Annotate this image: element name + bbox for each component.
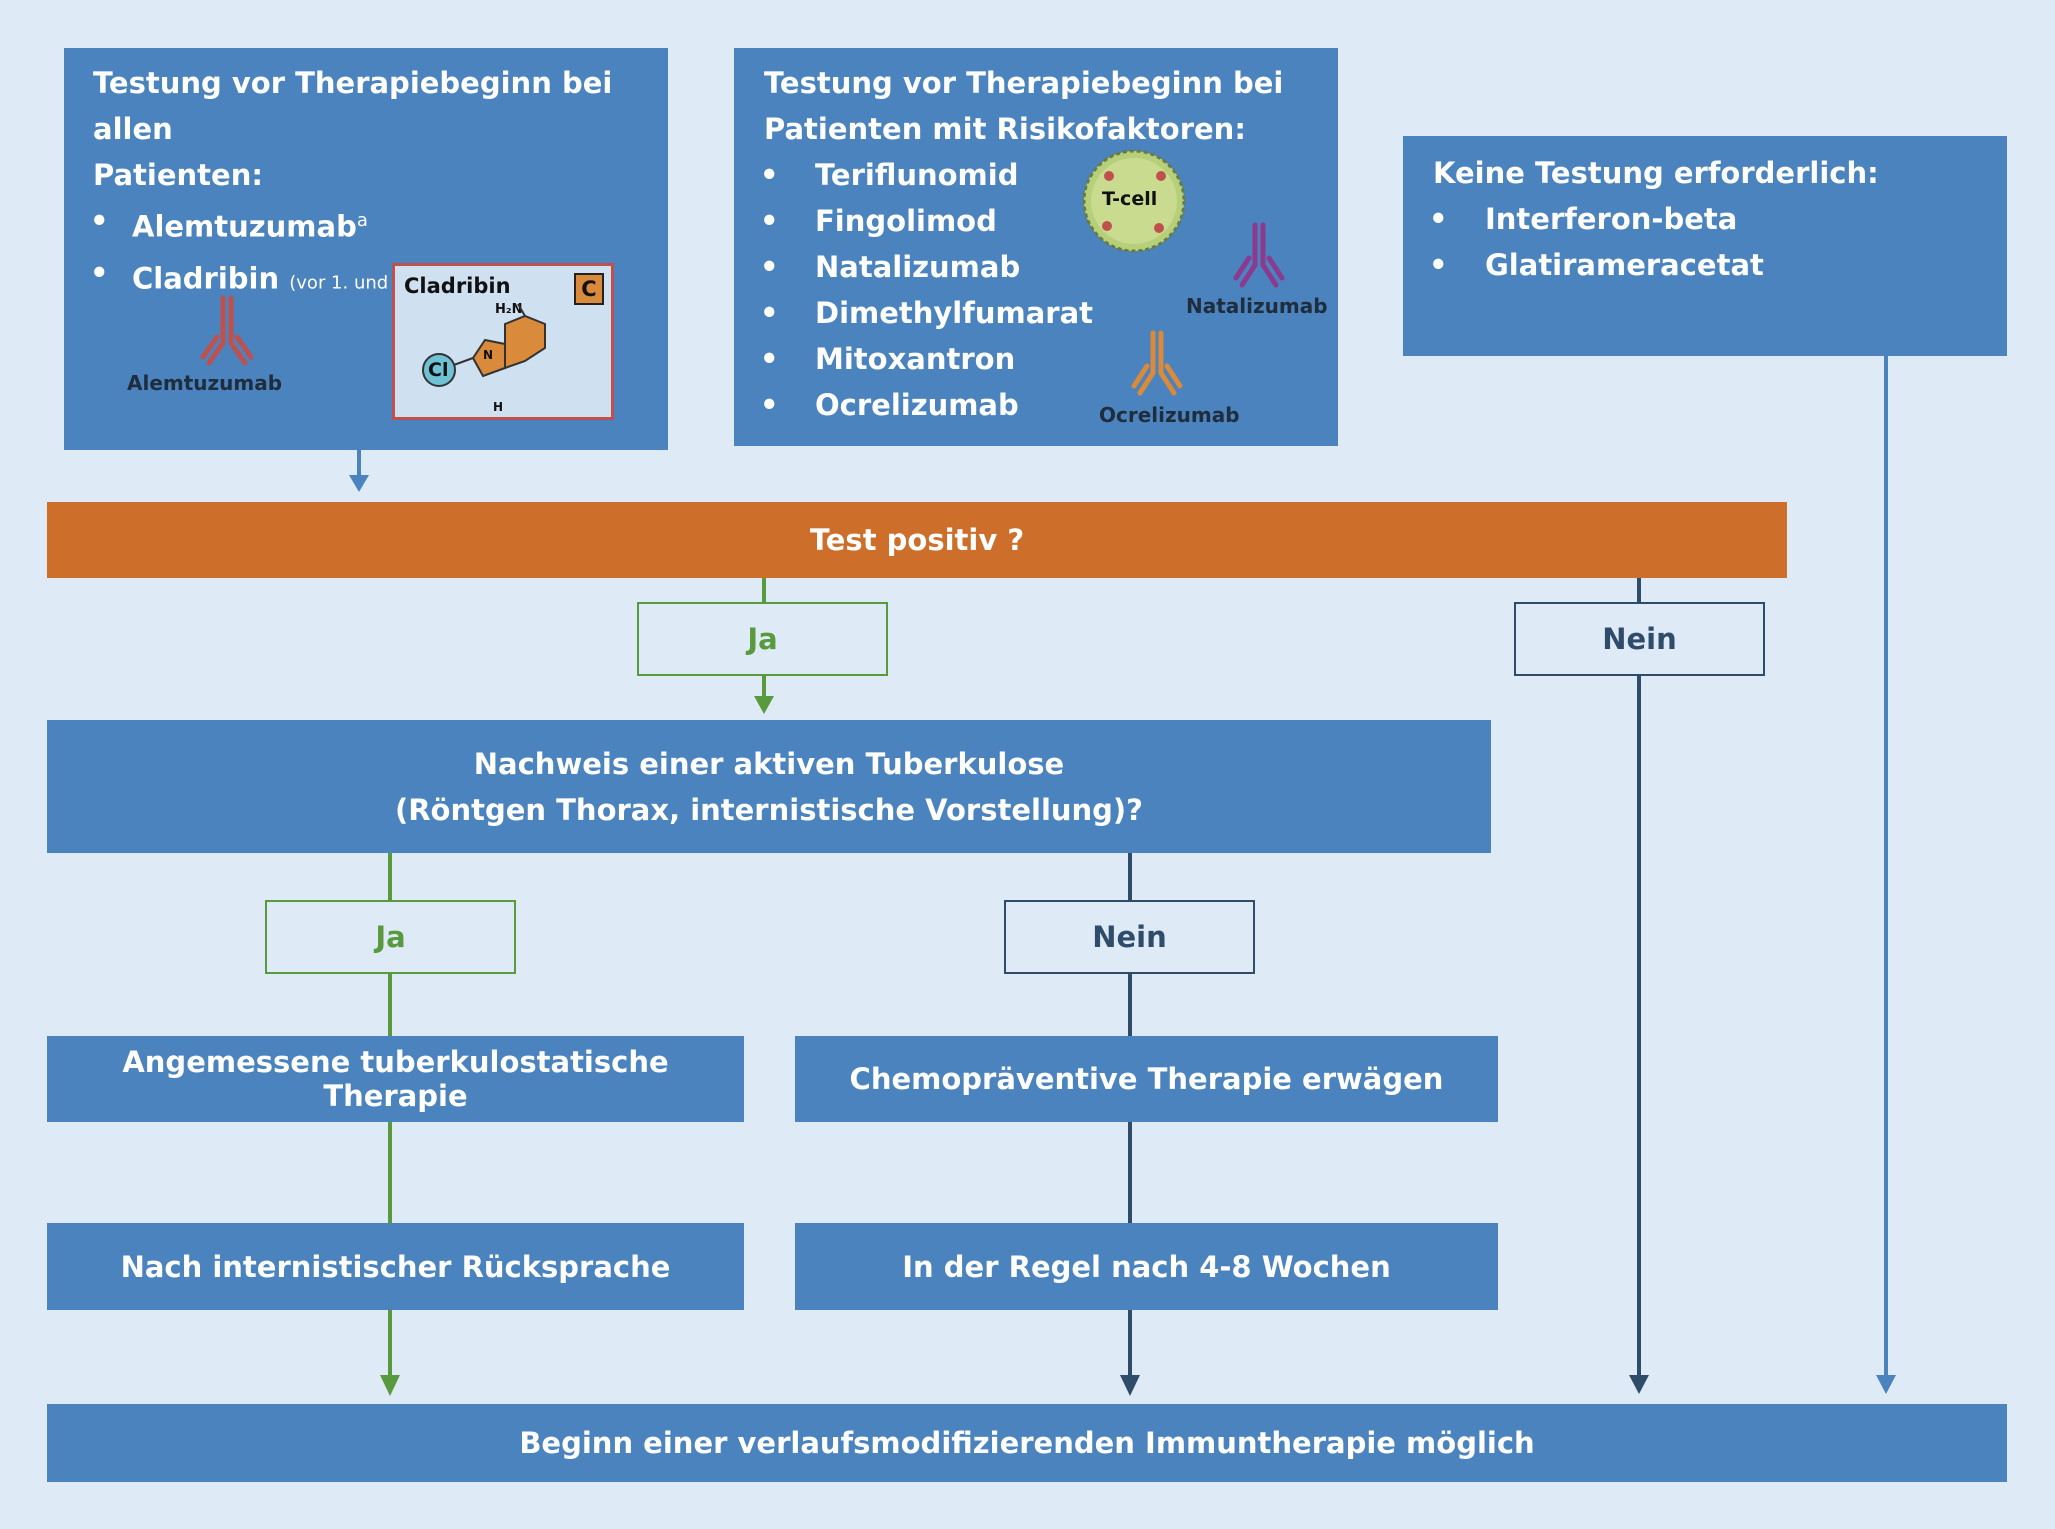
internist-consultation-box: Nach internistischer Rücksprache — [47, 1223, 744, 1310]
ocrelizumab-antibody-icon — [1131, 330, 1183, 396]
box-test-all-patients: Testung vor Therapiebeginn bei allen Pat… — [64, 48, 668, 450]
four-to-eight-weeks-box: In der Regel nach 4-8 Wochen — [795, 1223, 1498, 1310]
list-item-teriflunomid: Teriflunomid — [734, 152, 1338, 198]
arrowhead-testall — [349, 475, 369, 492]
test-yes-label: Ja — [637, 602, 888, 676]
hydrogen-label: H — [493, 400, 504, 414]
cladribin-title: Cladribin — [404, 274, 511, 298]
t-cell-label: T-cell — [1102, 188, 1158, 210]
tb-yes-label: Ja — [265, 900, 516, 974]
list-item-dimethylfumarat: Dimethylfumarat — [734, 290, 1338, 336]
list-item-mitoxantron: Mitoxantron — [734, 336, 1338, 382]
cladribin-molecule-card: Cladribin C H₂N Cl N H — [392, 263, 614, 420]
list-item-natalizumab: Natalizumab — [734, 244, 1338, 290]
alemtuzumab-antibody-icon — [200, 295, 254, 366]
box-test-all-title-1: Testung vor Therapiebeginn bei allen — [93, 66, 613, 146]
chlorine-label: Cl — [428, 359, 449, 381]
box-none-title: Keine Testung erforderlich: — [1433, 156, 1879, 190]
arrowhead-ja-tb — [754, 696, 774, 714]
tb-no-label: Nein — [1004, 900, 1255, 974]
test-no-label: Nein — [1514, 602, 1765, 676]
list-item-alemtuzumab: Alemtuzumaba — [64, 198, 668, 250]
test-positive-bar: Test positiv ? — [47, 502, 1787, 578]
active-tb-question-box: Nachweis einer aktiven Tuberkulose (Rönt… — [47, 720, 1491, 853]
list-item-glatirameracetat: Glatirameracetat — [1403, 242, 2007, 288]
chemopreventive-therapy-box: Chemopräventive Therapie erwägen — [795, 1036, 1498, 1122]
natalizumab-label: Natalizumab — [1186, 294, 1328, 318]
box-risk-title-1: Testung vor Therapiebeginn bei — [764, 66, 1284, 100]
active-tb-question-line-2: (Röntgen Thorax, internistische Vorstell… — [394, 792, 1144, 827]
purine-ring-icon — [422, 303, 546, 387]
box-risk-title-2: Patienten mit Risikofaktoren: — [764, 112, 1246, 146]
natalizumab-antibody-icon — [1233, 222, 1285, 288]
t-cell-icon — [1082, 149, 1186, 253]
category-c-badge: C — [574, 273, 604, 305]
amine-label: H₂N — [495, 302, 523, 317]
arrowhead-nein-final — [1629, 1375, 1649, 1394]
arrowhead-right-final — [1120, 1375, 1140, 1396]
box-no-test-required: Keine Testung erforderlich: Interferon-b… — [1403, 136, 2007, 356]
ocrelizumab-label: Ocrelizumab — [1099, 403, 1240, 427]
alemtuzumab-label: Alemtuzumab — [127, 371, 283, 395]
list-item-fingolimod: Fingolimod — [734, 198, 1338, 244]
immunotherapy-start-bar: Beginn einer verlaufsmodifizierenden Imm… — [47, 1404, 2007, 1482]
nitrogen-label: N — [483, 348, 494, 362]
box-test-risk-patients: Testung vor Therapiebeginn bei Patienten… — [734, 48, 1338, 446]
list-item-interferon-beta: Interferon-beta — [1403, 196, 2007, 242]
box-test-all-title-2: Patienten: — [93, 158, 263, 192]
tuberculostatic-therapy-box: Angemessene tuberkulostatische Therapie — [47, 1036, 744, 1122]
arrowhead-left-final — [380, 1375, 400, 1396]
active-tb-question-line-1: Nachweis einer aktiven Tuberkulose — [473, 746, 1065, 781]
arrowhead-none — [1876, 1375, 1896, 1394]
list-item-ocrelizumab: Ocrelizumab — [734, 382, 1338, 428]
